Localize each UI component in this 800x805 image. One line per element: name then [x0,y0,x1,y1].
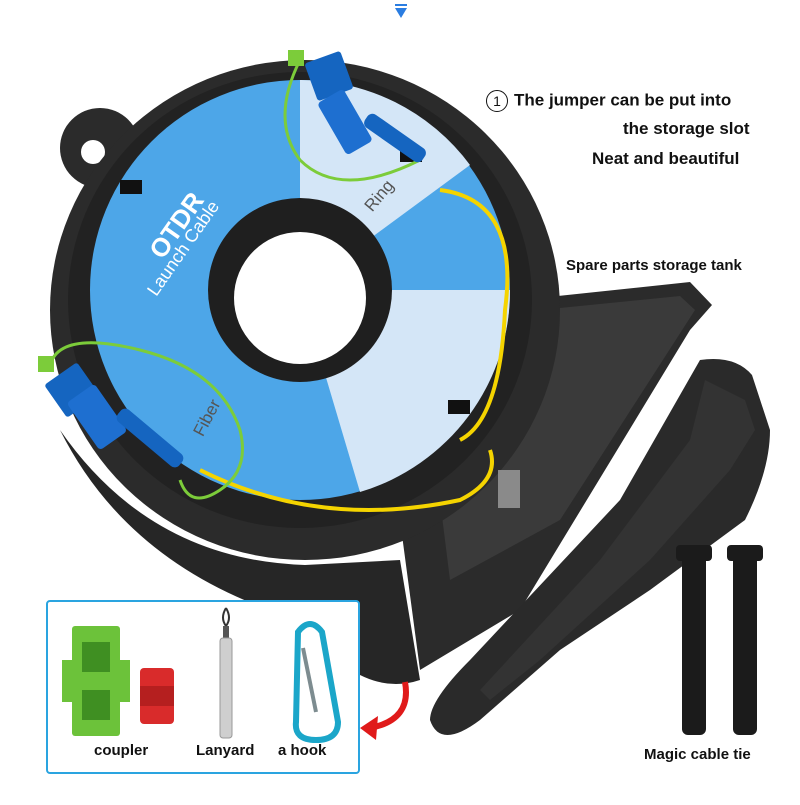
storage-slot [498,470,520,508]
number-circle-icon: 1 [486,90,508,112]
fiber-cable [48,59,510,512]
callout-line-3: Neat and beautiful [592,149,740,168]
scroll-down-arrow-icon [395,4,407,18]
accessories-illustration [62,607,342,744]
sc-connector [288,50,426,163]
sc-connector [38,356,184,468]
lanyard-label: Lanyard [196,742,255,759]
magic-cable-tie [676,545,763,735]
callout-line-2: the storage slot [623,119,750,138]
coupler-label: coupler [94,742,149,759]
callout-magic-tie: Magic cable tie [644,746,751,763]
callout-line-1: The jumper can be put into [514,90,732,110]
callout-jumper: 1 The jumper can be put into [486,90,731,112]
storage-slot [448,400,470,414]
lanyard-icon [219,607,233,739]
accessories-panel [46,600,360,774]
coupler-icon [62,626,174,736]
curved-arrow-icon [360,681,409,740]
hook-label: a hook [278,742,327,759]
carabiner-hook-icon [292,621,342,744]
callout-spare-tank: Spare parts storage tank [566,257,742,274]
tank-lid [430,359,770,735]
storage-slot [120,180,142,194]
